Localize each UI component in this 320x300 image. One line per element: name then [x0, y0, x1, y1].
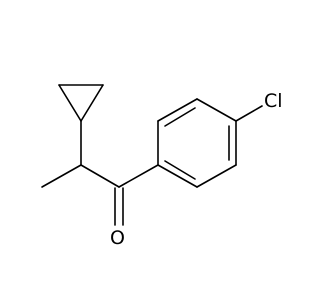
bond-ring-to-chlorine	[235, 105, 263, 122]
bond-ch-to-methyl	[41, 164, 82, 188]
benzene-bond-3	[196, 98, 237, 122]
cyclopropyl-ring	[58, 84, 104, 122]
carbonyl-group	[114, 187, 124, 226]
chemical-structure-diagram: Cl O	[41, 84, 283, 249]
benzene-inner-bond-a	[164, 107, 196, 127]
benzene-bond-2	[157, 98, 198, 122]
benzene-bond-5	[196, 164, 237, 188]
benzene-ring	[118, 98, 237, 188]
benzene-inner-bond-c	[164, 160, 196, 180]
ring-bond-left	[58, 84, 82, 122]
alkyl-chain	[41, 120, 120, 188]
chlorine-label: Cl	[264, 90, 283, 112]
oxygen-label: O	[110, 227, 125, 249]
ring-bond-right	[80, 84, 104, 122]
bond-ch-to-carbonyl	[80, 164, 120, 188]
bond-carbonyl-to-ring	[118, 164, 159, 188]
benzene-bond-6	[157, 164, 198, 188]
